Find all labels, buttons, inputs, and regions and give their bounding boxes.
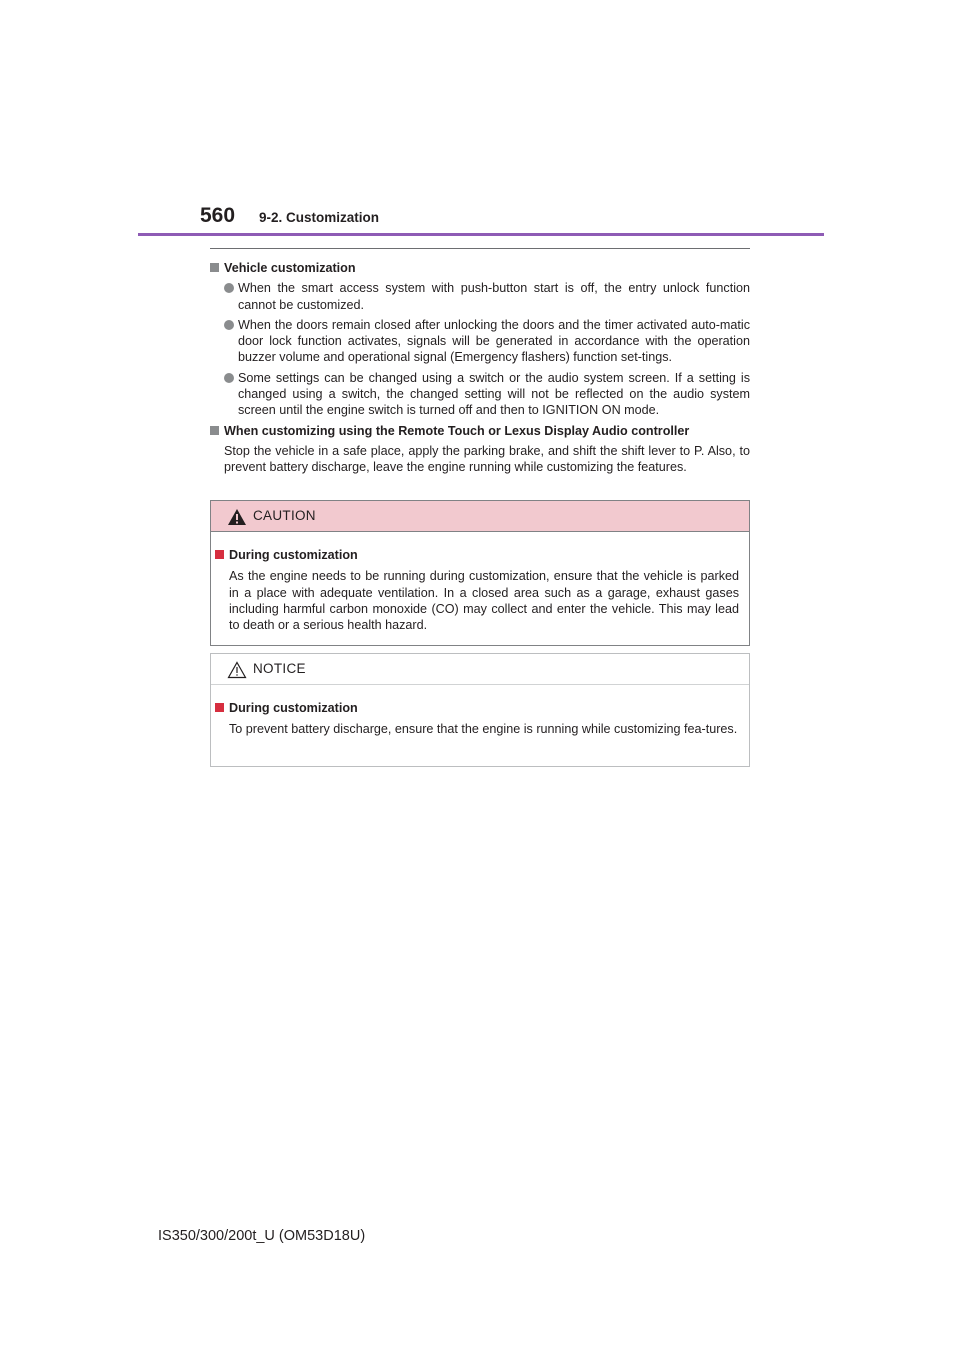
square-bullet-icon <box>210 425 219 435</box>
notice-heading: During customization <box>215 700 739 716</box>
caution-body: During customization As the engine needs… <box>211 532 749 633</box>
circle-bullet-icon <box>224 319 234 330</box>
circle-bullet-icon <box>224 283 234 294</box>
caution-heading: During customization <box>215 547 739 563</box>
notice-box: NOTICE During customization To prevent b… <box>210 653 750 767</box>
bullet-item: When the smart access system with push-b… <box>210 280 750 313</box>
caution-header: CAUTION <box>211 501 749 532</box>
page-number: 560 <box>200 204 236 227</box>
main-content: Vehicle customization When the smart acc… <box>210 258 750 476</box>
heading-remote-touch: When customizing using the Remote Touch … <box>210 423 750 439</box>
notice-title: NOTICE <box>253 661 306 676</box>
paragraph-remote-touch: Stop the vehicle in a safe place, apply … <box>224 443 750 475</box>
section-title: 9-2. Customization <box>259 210 380 225</box>
warning-triangle-icon <box>228 509 246 525</box>
bullet-item: Some settings can be changed using a swi… <box>210 370 750 419</box>
page-header: 560 9-2. Customization <box>138 200 824 236</box>
header-rule <box>138 233 824 236</box>
square-bullet-icon <box>215 550 224 559</box>
notice-header: NOTICE <box>211 654 749 685</box>
notice-body: During customization To prevent battery … <box>211 685 749 738</box>
square-bullet-icon <box>210 263 219 272</box>
notice-text: To prevent battery discharge, ensure tha… <box>229 722 738 737</box>
content-top-rule <box>210 248 750 249</box>
caution-box: CAUTION During customization As the engi… <box>210 500 750 646</box>
caution-text: As the engine needs to be running during… <box>229 569 739 633</box>
warning-triangle-outline-icon <box>227 661 247 679</box>
caution-title: CAUTION <box>253 508 316 523</box>
heading-vehicle-customization: Vehicle customization <box>210 260 750 276</box>
bullet-item: When the doors remain closed after unloc… <box>210 317 750 366</box>
square-bullet-icon <box>215 703 224 712</box>
footer-model: IS350/300/200t_U (OM53D18U) <box>158 1228 366 1244</box>
circle-bullet-icon <box>224 372 234 383</box>
